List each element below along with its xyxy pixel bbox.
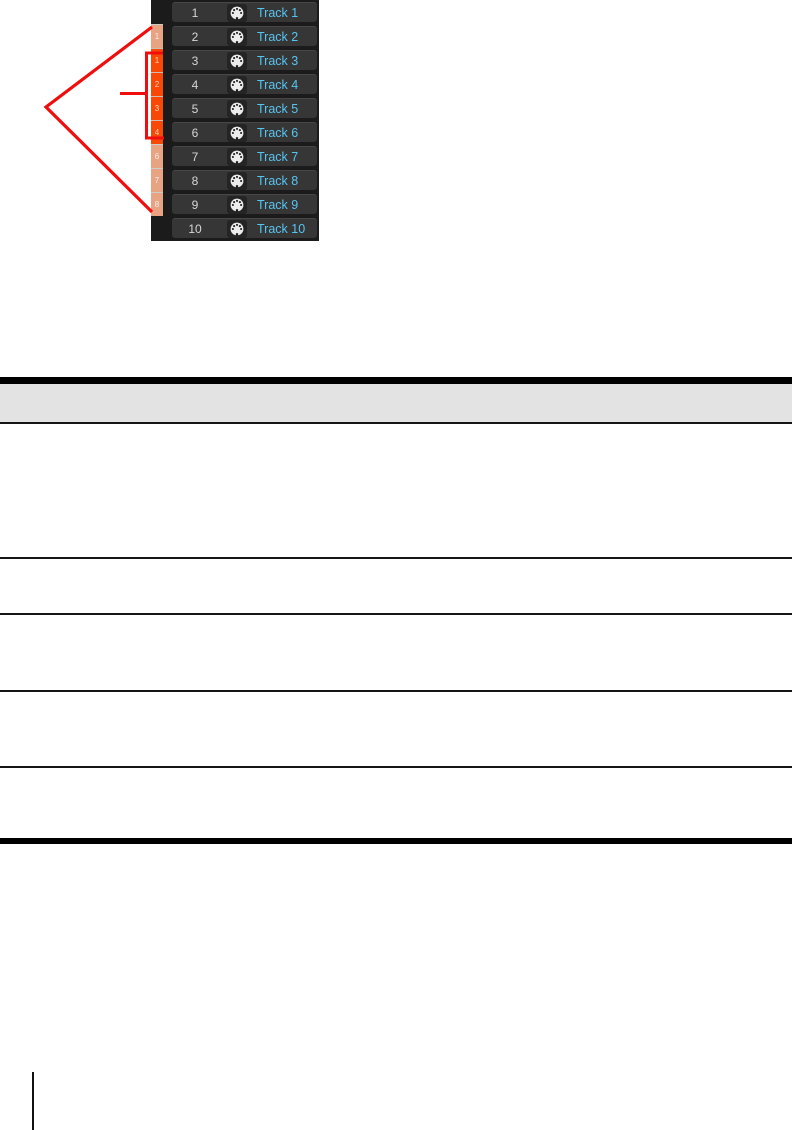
- track-panel[interactable]: 3 Track 3: [172, 50, 317, 70]
- track-list: 1 Track 1 1: [151, 0, 319, 241]
- track-list-figure: 1 Track 1 1: [0, 0, 340, 252]
- track-name: Track 5: [257, 101, 299, 116]
- track-row[interactable]: 6 7 Track 7: [151, 144, 319, 168]
- strip-number: 8: [154, 199, 160, 209]
- track-name: Track 4: [257, 77, 299, 92]
- midi-din-icon: [227, 219, 247, 238]
- track-number: 5: [191, 101, 199, 116]
- track-row[interactable]: 3 5 Track 5: [151, 96, 319, 120]
- track-number: 6: [191, 125, 199, 140]
- track-number: 8: [191, 173, 199, 188]
- track-name: Track 8: [257, 173, 299, 188]
- track-strip: 8: [151, 192, 163, 216]
- strip-number: 4: [154, 127, 160, 137]
- track-strip: 2: [151, 72, 163, 96]
- track-name: Track 1: [257, 5, 299, 20]
- track-panel[interactable]: 6 Track 6: [172, 122, 317, 142]
- midi-din-icon: [227, 123, 247, 142]
- track-number: 9: [191, 197, 199, 212]
- track-panel[interactable]: 8 Track 8: [172, 170, 317, 190]
- track-number: 1: [191, 5, 199, 20]
- table-row: [0, 692, 792, 768]
- track-panel[interactable]: 10 Track 10: [172, 218, 317, 238]
- track-row[interactable]: 2 4 Track 4: [151, 72, 319, 96]
- strip-number: 7: [154, 175, 160, 185]
- table-row: [0, 768, 792, 844]
- track-panel[interactable]: 9 Track 9: [172, 194, 317, 214]
- strip-number: 1: [154, 55, 160, 65]
- table-row: [0, 615, 792, 692]
- table-header-row: [0, 377, 792, 424]
- track-strip: 1: [151, 24, 163, 48]
- track-strip: 4: [151, 120, 163, 144]
- track-row[interactable]: 1 Track 1: [151, 0, 319, 24]
- footer-divider: [32, 1072, 34, 1130]
- callout-range-lines: [43, 25, 154, 214]
- reference-table: [0, 377, 792, 844]
- track-row[interactable]: 1 3 Track 3: [151, 48, 319, 72]
- track-name: Track 6: [257, 125, 299, 140]
- track-strip: 6: [151, 144, 163, 168]
- track-row[interactable]: 10 Track 10: [151, 216, 319, 240]
- midi-din-icon: [227, 51, 247, 70]
- track-number: 7: [191, 149, 199, 164]
- track-number: 10: [188, 221, 202, 236]
- track-strip: 1: [151, 48, 163, 72]
- track-row[interactable]: 4 6 Track 6: [151, 120, 319, 144]
- track-number: 4: [191, 77, 199, 92]
- track-row[interactable]: 7 8 Track 8: [151, 168, 319, 192]
- track-number: 2: [191, 29, 199, 44]
- track-strip: [151, 0, 163, 24]
- midi-din-icon: [227, 27, 247, 46]
- midi-din-icon: [227, 3, 247, 22]
- strip-number: 2: [154, 79, 160, 89]
- track-strip: 3: [151, 96, 163, 120]
- track-strip: [151, 216, 163, 240]
- track-panel[interactable]: 7 Track 7: [172, 146, 317, 166]
- midi-din-icon: [227, 195, 247, 214]
- midi-din-icon: [227, 147, 247, 166]
- track-panel[interactable]: 5 Track 5: [172, 98, 317, 118]
- strip-number: 6: [154, 151, 160, 161]
- track-strip: 7: [151, 168, 163, 192]
- strip-number: 1: [154, 31, 160, 41]
- track-panel[interactable]: 2 Track 2: [172, 26, 317, 46]
- track-row[interactable]: 8 9 Track 9: [151, 192, 319, 216]
- table-row: [0, 424, 792, 559]
- track-name: Track 10: [257, 221, 306, 236]
- track-name: Track 9: [257, 197, 299, 212]
- midi-din-icon: [227, 171, 247, 190]
- track-name: Track 7: [257, 149, 299, 164]
- track-panel[interactable]: 1 Track 1: [172, 2, 317, 22]
- track-number: 3: [191, 53, 199, 68]
- track-name: Track 2: [257, 29, 299, 44]
- midi-din-icon: [227, 75, 247, 94]
- track-row[interactable]: 1 2 Track 2: [151, 24, 319, 48]
- table-row: [0, 559, 792, 615]
- midi-din-icon: [227, 99, 247, 118]
- track-panel[interactable]: 4 Track 4: [172, 74, 317, 94]
- strip-number: 3: [154, 103, 160, 113]
- track-name: Track 3: [257, 53, 299, 68]
